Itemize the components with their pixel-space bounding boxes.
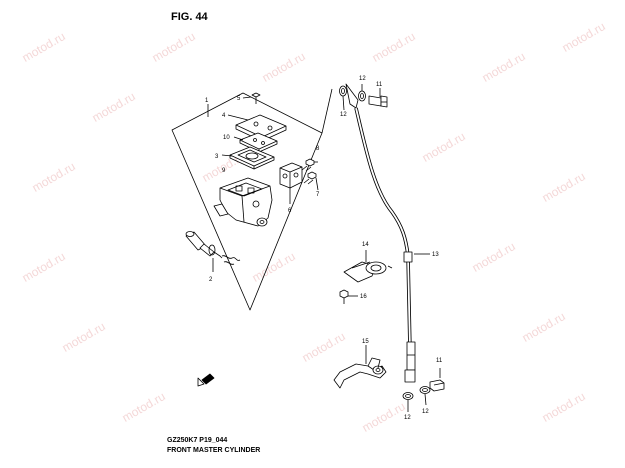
leader-line xyxy=(227,114,249,121)
callout-6: 6 xyxy=(288,208,292,214)
callout-12-lower-right: 12 xyxy=(422,409,429,415)
lower-washer xyxy=(402,392,414,400)
leader-line xyxy=(424,393,427,406)
upper-washer xyxy=(358,90,366,102)
leader-line xyxy=(315,177,319,191)
leader-line xyxy=(221,154,233,157)
callout-8: 8 xyxy=(316,146,320,152)
callout-5: 5 xyxy=(237,96,241,102)
leader-line xyxy=(242,96,252,99)
lower-washer xyxy=(419,386,431,394)
callout-9: 9 xyxy=(222,168,226,174)
callout-11-upper: 11 xyxy=(376,82,383,88)
front-arrow-icon xyxy=(197,373,215,387)
callout-12-upper-left: 12 xyxy=(340,112,347,118)
diaphragm xyxy=(229,146,275,170)
model-code-caption: GZ250K7 P19_044 xyxy=(167,437,228,444)
callout-15: 15 xyxy=(362,339,369,345)
leader-line xyxy=(233,136,244,141)
leader-line xyxy=(342,95,345,111)
callout-10: 10 xyxy=(223,135,230,141)
callout-2: 2 xyxy=(209,277,213,283)
callout-12-lower-left: 12 xyxy=(404,415,411,421)
callout-11-lower: 11 xyxy=(436,358,443,364)
callout-16: 16 xyxy=(360,294,367,300)
upper-washer xyxy=(339,85,347,97)
callout-13: 13 xyxy=(432,252,439,258)
clamp-screw xyxy=(339,289,349,304)
brake-hose xyxy=(345,83,416,383)
clamp-bolt xyxy=(303,171,317,185)
clamp-bolt xyxy=(301,158,315,172)
cap-screw xyxy=(251,92,261,104)
hose-guide-bracket xyxy=(333,357,387,389)
piston-kit xyxy=(185,231,241,265)
leader-line xyxy=(321,88,333,134)
callout-1: 1 xyxy=(205,98,209,104)
lower-union-bolt xyxy=(429,379,445,392)
hose-clamp xyxy=(343,261,393,283)
callout-12-upper-right: 12 xyxy=(359,76,366,82)
master-cylinder-body xyxy=(213,177,273,227)
figure-title: FIG. 44 xyxy=(171,11,208,23)
callout-4: 4 xyxy=(222,113,226,119)
holder-clamp xyxy=(279,162,303,189)
callout-3: 3 xyxy=(215,154,219,160)
description-caption: FRONT MASTER CYLINDER xyxy=(167,447,261,454)
upper-union-bolt xyxy=(368,95,388,108)
callout-14: 14 xyxy=(362,242,369,248)
callout-7: 7 xyxy=(316,192,320,198)
